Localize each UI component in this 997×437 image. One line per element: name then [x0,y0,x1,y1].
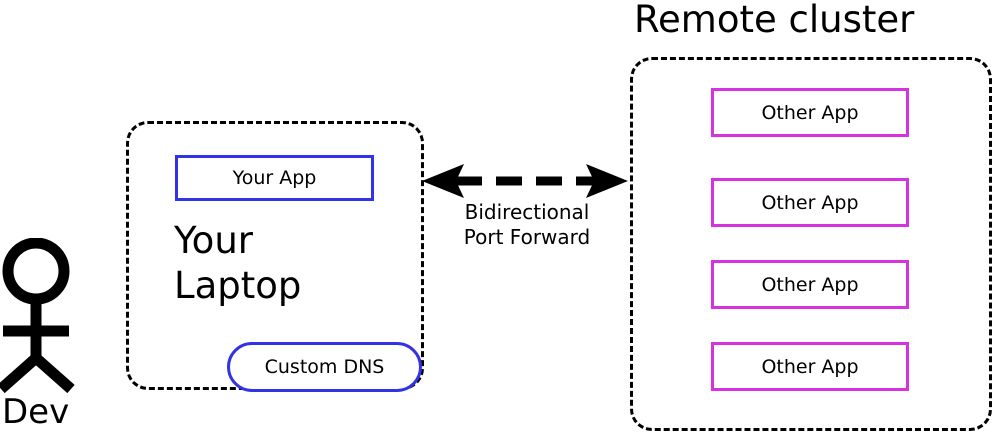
your-laptop-title: Your Laptop [174,219,302,307]
remote-cluster-container [630,57,992,431]
custom-dns-box[interactable]: Custom DNS [227,342,422,392]
your-app-box[interactable]: Your App [175,155,374,201]
other-app-label-1: Other App [761,101,859,124]
other-app-label-2: Other App [761,191,859,214]
other-app-label-3: Other App [761,273,859,296]
dev-actor-label: Dev [2,392,70,432]
bidirectional-port-forward-label: Bidirectional Port Forward [463,200,591,249]
stick-figure-person-icon [0,238,75,393]
other-app-box-1[interactable]: Other App [711,88,909,137]
bidirectional-arrow-icon [422,164,628,198]
other-app-box-2[interactable]: Other App [711,178,909,227]
other-app-box-4[interactable]: Other App [711,342,909,391]
your-app-label: Your App [232,167,317,189]
remote-cluster-title: Remote cluster [634,0,915,41]
dev-actor-figure [0,238,110,437]
custom-dns-label: Custom DNS [264,356,385,378]
other-app-box-3[interactable]: Other App [711,260,909,309]
other-app-label-4: Other App [761,355,859,378]
